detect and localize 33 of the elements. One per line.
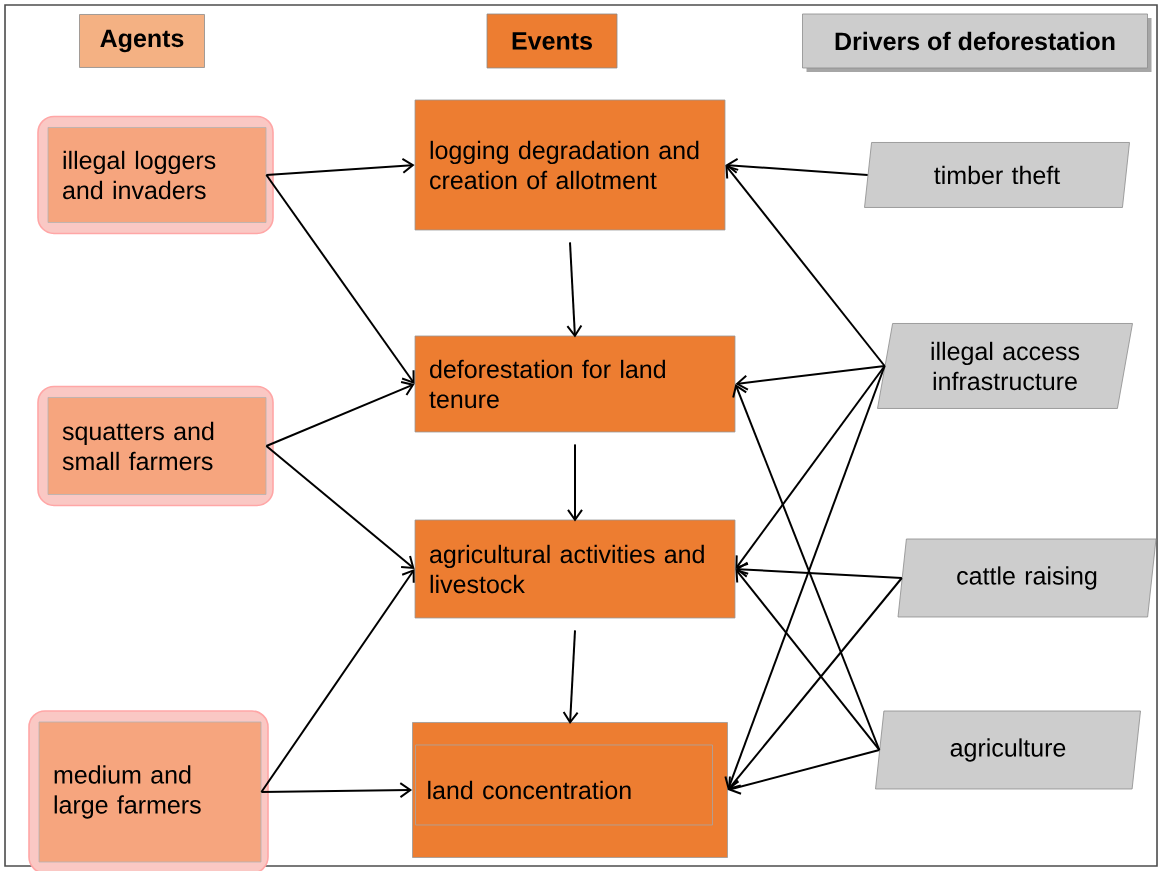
driver-box: cattle raising <box>897 538 1157 618</box>
arrow <box>566 241 583 338</box>
agent-box: squatters and small farmers <box>37 385 274 507</box>
arrow <box>260 782 413 799</box>
agent-box: illegal loggers and invaders <box>37 115 274 235</box>
arrow <box>735 569 881 751</box>
header-box: Events <box>486 13 618 69</box>
arrow <box>725 157 869 176</box>
arrow <box>724 365 886 790</box>
driver-box: agriculture <box>875 710 1141 790</box>
arrow <box>732 384 881 751</box>
arrow <box>265 157 415 176</box>
arrow <box>562 629 579 725</box>
driver-box: timber theft <box>864 142 1130 208</box>
event-box: deforestation for land tenure <box>414 335 736 433</box>
arrow <box>265 445 415 569</box>
arrow <box>725 165 886 367</box>
arrow <box>727 577 903 790</box>
event-box: agricultural activities and livestock <box>414 519 736 619</box>
arrow <box>265 174 415 384</box>
event-box: logging degradation and creation of allotment <box>414 99 726 231</box>
agent-box: medium and large farmers <box>28 710 269 871</box>
event-box: land concentration <box>412 722 728 858</box>
arrow <box>735 561 903 579</box>
arrow <box>735 365 886 569</box>
arrow <box>260 569 415 793</box>
arrow <box>727 749 881 795</box>
arrow <box>567 443 583 522</box>
arrow <box>735 365 886 391</box>
header-box: Agents <box>79 14 205 68</box>
header-box: Drivers of deforestation <box>802 13 1152 72</box>
driver-box: illegal access infrastructure <box>877 323 1133 409</box>
arrow <box>265 381 415 447</box>
